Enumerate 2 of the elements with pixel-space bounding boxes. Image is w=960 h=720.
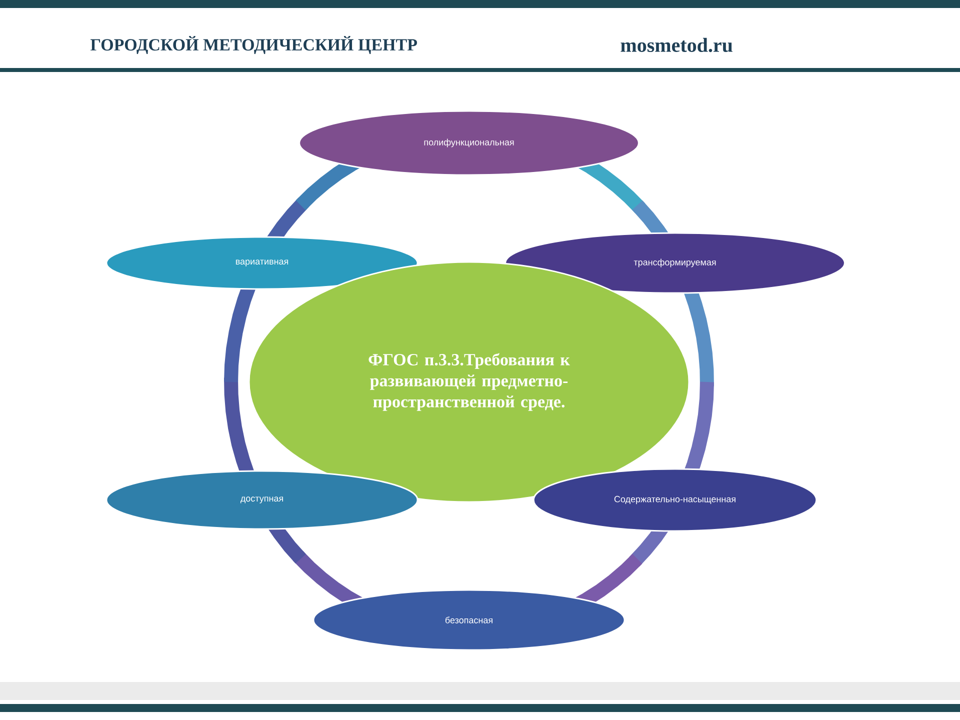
header-text: ГОРОДСКОЙ МЕТОДИЧЕСКИЙ ЦЕНТР (90, 36, 417, 54)
header-text: mosmetod.ru (620, 38, 732, 52)
